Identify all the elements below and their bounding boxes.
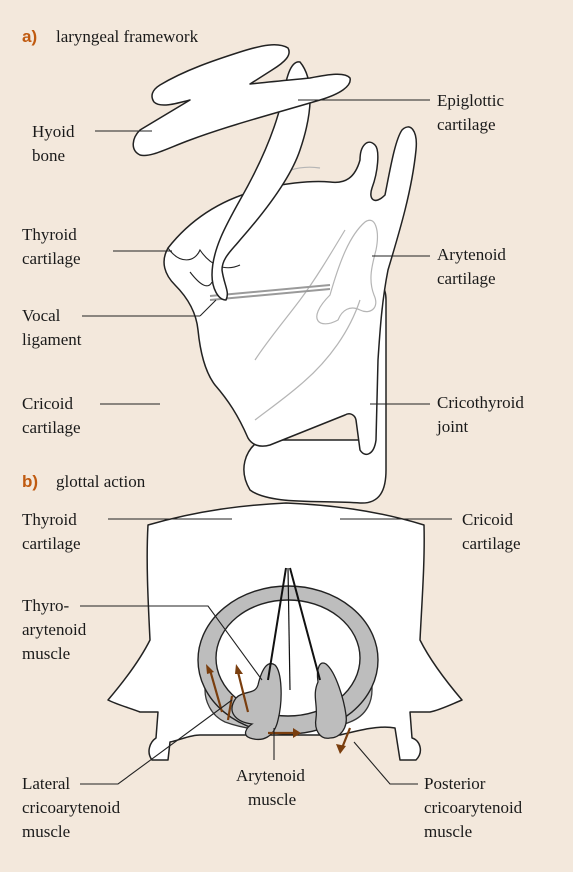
cricothyroid-label-line2: joint bbox=[436, 417, 468, 436]
thyroid-a-label-line2: cartilage bbox=[22, 249, 81, 268]
arytenoid-a-label-line1: Arytenoid bbox=[437, 245, 506, 264]
thyro-label-line3: muscle bbox=[22, 644, 70, 663]
posterior-label-line3: muscle bbox=[424, 822, 472, 841]
thyro-label-line2: arytenoid bbox=[22, 620, 87, 639]
arytenoid-a-label-line2: cartilage bbox=[437, 269, 496, 288]
cricoid-b-label-line1: Cricoid bbox=[462, 510, 513, 529]
hyoid-label-line1: Hyoid bbox=[32, 122, 75, 141]
arytenoid-b-label-line1: Arytenoid bbox=[236, 766, 305, 785]
vocal-label-line1: Vocal bbox=[22, 306, 61, 325]
epiglottic-label-line2: cartilage bbox=[437, 115, 496, 134]
panel-b-title: glottal action bbox=[56, 472, 146, 491]
panel-a-title: laryngeal framework bbox=[56, 27, 199, 46]
cricoid-a-label-line2: cartilage bbox=[22, 418, 81, 437]
thyroid-b-label-line1: Thyroid bbox=[22, 510, 77, 529]
thyroid-b-label-line2: cartilage bbox=[22, 534, 81, 553]
panel-b-letter: b) bbox=[22, 472, 38, 491]
arytenoid-b-label-line2: muscle bbox=[248, 790, 296, 809]
thyroid-a-label-line1: Thyroid bbox=[22, 225, 77, 244]
panel-a: a) laryngeal framework bbox=[22, 27, 416, 503]
cricothyroid-label-line1: Cricothyroid bbox=[437, 393, 524, 412]
thyro-label-line1: Thyro- bbox=[22, 596, 70, 615]
lateral-label-line3: muscle bbox=[22, 822, 70, 841]
lateral-label-line2: cricoarytenoid bbox=[22, 798, 121, 817]
posterior-label-line2: cricoarytenoid bbox=[424, 798, 523, 817]
panel-a-letter: a) bbox=[22, 27, 37, 46]
cricoid-a-label-line1: Cricoid bbox=[22, 394, 73, 413]
epiglottic-label-line1: Epiglottic bbox=[437, 91, 505, 110]
vocal-label-line2: ligament bbox=[22, 330, 82, 349]
hyoid-label-line2: bone bbox=[32, 146, 65, 165]
posterior-label-line1: Posterior bbox=[424, 774, 486, 793]
lateral-label-line1: Lateral bbox=[22, 774, 70, 793]
panel-b: b) glottal action bbox=[22, 472, 462, 760]
cricoid-b-label-line2: cartilage bbox=[462, 534, 521, 553]
